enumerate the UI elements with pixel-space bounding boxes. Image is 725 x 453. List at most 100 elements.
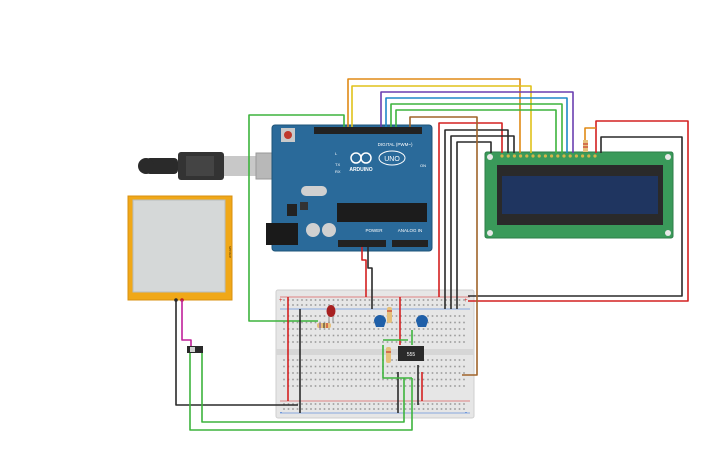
strip-hole xyxy=(332,328,335,330)
wire-orange[interactable] xyxy=(347,78,521,153)
rail-hole xyxy=(418,403,420,405)
rail-hole xyxy=(373,299,375,301)
red-led[interactable] xyxy=(326,305,336,317)
lcd-pin-header xyxy=(500,154,597,158)
strip-hole xyxy=(463,328,465,330)
resistor-lcd[interactable] xyxy=(583,140,588,152)
strip-hole xyxy=(292,372,294,374)
rail-hole xyxy=(445,408,447,410)
strip-hole xyxy=(296,328,299,330)
rail-hole xyxy=(368,408,371,410)
wire-magenta-sensor[interactable] xyxy=(181,300,192,346)
strip-hole xyxy=(337,341,339,343)
strip-hole xyxy=(377,328,380,330)
strip-hole xyxy=(400,328,402,330)
strip-hole xyxy=(310,365,312,368)
wire-green-a0[interactable] xyxy=(248,114,345,322)
resistor-timer-1[interactable] xyxy=(387,307,392,323)
strip-hole xyxy=(463,341,465,343)
strip-hole xyxy=(386,321,389,324)
strip-hole xyxy=(445,321,447,324)
strip-hole xyxy=(350,378,353,381)
strip-hole xyxy=(319,372,321,374)
arduino-uno-board[interactable]: UNO ARDUINO DIGITAL (PWM~) POWER ANALOG … xyxy=(266,124,433,252)
strip-hole xyxy=(341,315,344,317)
power-header xyxy=(338,240,386,247)
blue-capacitor-1[interactable] xyxy=(374,315,386,327)
breadboard[interactable]: + + - - xyxy=(275,289,475,419)
strip-hole xyxy=(350,334,353,337)
rail-hole xyxy=(391,403,393,405)
wire-black-sensor[interactable] xyxy=(175,300,298,406)
wire-red-lcd-power[interactable] xyxy=(438,122,503,297)
reset-button-cap xyxy=(284,131,292,139)
strip-hole xyxy=(445,385,447,387)
wire-red-lcd-backlight[interactable] xyxy=(468,120,689,302)
strip-hole xyxy=(458,321,461,324)
strip-hole xyxy=(454,359,456,361)
blue-capacitor-2[interactable] xyxy=(416,315,428,327)
strip-hole xyxy=(332,341,335,343)
strip-hole xyxy=(346,359,348,361)
wire-green-lcd[interactable] xyxy=(390,103,563,153)
wire-blue[interactable] xyxy=(385,97,568,153)
wire-purple[interactable] xyxy=(380,91,574,153)
digital-pwm-label: DIGITAL (PWM~) xyxy=(378,142,413,147)
resistor-timer-2[interactable] xyxy=(386,347,391,363)
wire-black-lcd-3[interactable] xyxy=(456,141,492,309)
rail-hole xyxy=(319,408,321,410)
strip-hole xyxy=(328,328,330,330)
strip-hole xyxy=(404,385,407,387)
rail-hole xyxy=(404,299,407,301)
rail-hole xyxy=(310,408,312,410)
timer-555-chip[interactable] xyxy=(398,346,424,361)
lcd-pin xyxy=(587,154,591,158)
wire-black-gnd[interactable] xyxy=(367,247,373,309)
lcd-16x2-module[interactable] xyxy=(484,151,674,239)
strip-hole xyxy=(323,328,326,330)
wire-yellow[interactable] xyxy=(351,85,532,153)
strip-hole xyxy=(341,365,344,368)
rail-hole xyxy=(395,403,398,405)
strip-hole xyxy=(314,385,317,387)
slide-switch-knob[interactable] xyxy=(190,347,195,352)
strip-hole xyxy=(458,334,461,337)
strip-hole xyxy=(328,334,330,337)
strip-hole xyxy=(373,359,375,361)
rail-hole xyxy=(314,403,317,405)
wire-black-lcd-2[interactable] xyxy=(450,135,515,309)
strip-hole xyxy=(373,334,375,337)
wire-green-timer-2[interactable] xyxy=(382,345,412,379)
wire-brown[interactable] xyxy=(409,116,478,376)
strip-hole xyxy=(391,321,393,324)
wire-green-sensor-2[interactable] xyxy=(189,352,413,431)
power-jack xyxy=(266,223,298,245)
rail-hole xyxy=(445,299,447,301)
rail-hole xyxy=(391,304,393,306)
rail-hole xyxy=(454,403,456,405)
strip-hole xyxy=(301,359,303,361)
rail-hole xyxy=(400,408,402,410)
strip-hole xyxy=(346,334,348,337)
wire-black-lcd-backlight[interactable] xyxy=(468,136,683,297)
rail-hole xyxy=(346,304,348,306)
on-led-label: ON xyxy=(420,163,426,168)
strip-hole xyxy=(355,365,357,368)
capacitor-1 xyxy=(306,223,320,237)
force-sensor[interactable]: sensor xyxy=(127,195,233,302)
wire-red-5v[interactable] xyxy=(361,247,367,297)
strip-hole xyxy=(314,328,317,330)
strip-hole xyxy=(436,378,438,381)
wire-orange-resistor[interactable] xyxy=(584,127,596,140)
rail-hole xyxy=(427,299,429,301)
rail-hole xyxy=(314,408,317,410)
rail-hole xyxy=(332,299,335,301)
strip-hole xyxy=(427,359,429,361)
strip-hole xyxy=(319,321,321,324)
rail-hole xyxy=(355,304,357,306)
analog-in-label: ANALOG IN xyxy=(398,228,423,233)
rail-hole xyxy=(292,299,294,301)
wire-green-lcd-2[interactable] xyxy=(395,109,557,153)
strip-hole xyxy=(449,378,452,381)
strip-hole xyxy=(346,385,348,387)
